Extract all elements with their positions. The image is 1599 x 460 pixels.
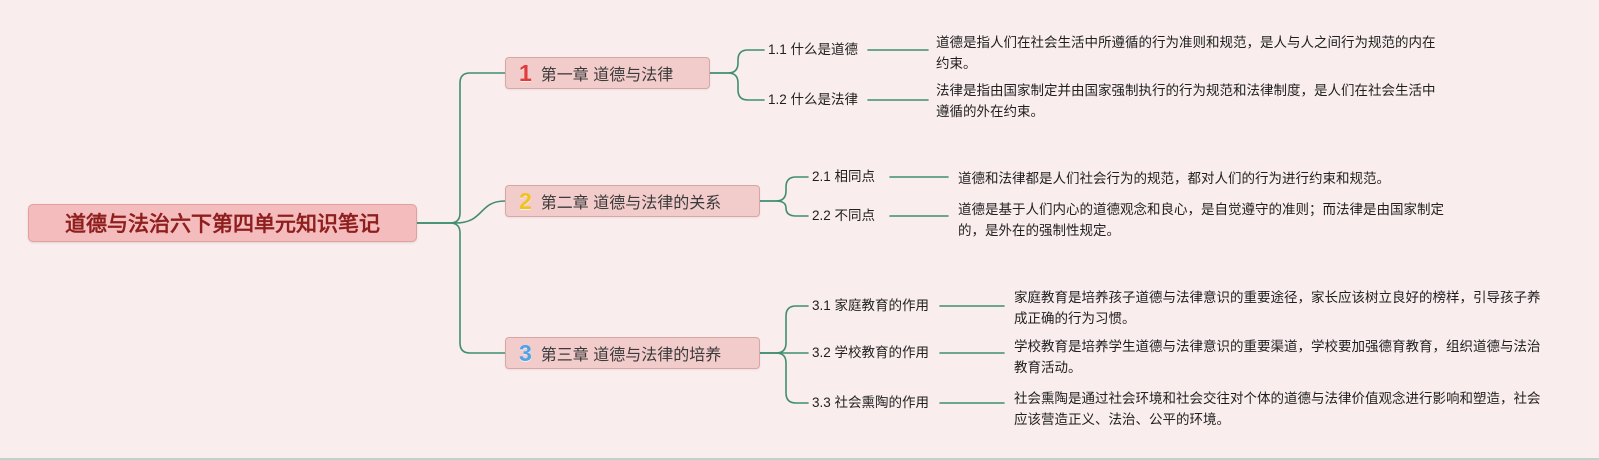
connector-chapter1-sub1	[709, 49, 765, 74]
root-node[interactable]: 道德与法治六下第四单元知识笔记	[28, 204, 417, 242]
chapter1-number: 1	[519, 59, 532, 86]
root-node-label: 道德与法治六下第四单元知识笔记	[65, 213, 380, 236]
detail-2-1[interactable]: 道德和法律都是人们社会行为的规范，都对人们的行为进行约束和规范。	[958, 171, 1390, 186]
connector-root-chapter1	[416, 72, 506, 224]
connector-chapter3-sub1	[759, 305, 809, 354]
detail-1-1[interactable]: 道德是指人们在社会生活中所遵循的行为准则和规范，是人与人之间行为规范的内在约束。	[936, 35, 1436, 71]
subtopic-1-2[interactable]: 1.2 什么是法律	[768, 92, 859, 107]
detail-3-3[interactable]: 社会熏陶是通过社会环境和社会交往对个体的道德与法律价值观念进行影响和塑造，社会应…	[1014, 391, 1541, 427]
connector-chapter2-sub1	[759, 176, 809, 202]
subtopic-2-2[interactable]: 2.2 不同点	[812, 208, 876, 223]
bottom-edge-line	[0, 458, 1599, 460]
chapter2-label: 第二章 道德与法律的关系	[540, 195, 722, 212]
subtopic-1-1[interactable]: 1.1 什么是道德	[768, 42, 859, 57]
subtopic-3-1[interactable]: 3.1 家庭教育的作用	[812, 298, 930, 313]
branch-node-chapter1[interactable]: 1 第一章 道德与法律	[505, 57, 710, 89]
subtopic-3-3[interactable]: 3.3 社会熏陶的作用	[812, 395, 930, 410]
chapter3-label: 第三章 道德与法律的培养	[540, 347, 722, 364]
connector-root-chapter2	[416, 200, 506, 224]
connector-chapter1-sub2	[709, 72, 765, 101]
detail-3-1[interactable]: 家庭教育是培养孩子道德与法律意识的重要途径，家长应该树立良好的榜样，引导孩子养成…	[1014, 290, 1541, 326]
connector-chapter2-sub2	[759, 200, 809, 217]
chapter3-number: 3	[519, 339, 532, 366]
detail-3-2[interactable]: 学校教育是培养学生道德与法律意识的重要渠道，学校要加强德育教育，组织道德与法治教…	[1014, 339, 1541, 375]
connector-chapter3-sub3	[759, 352, 809, 404]
subtopic-2-1[interactable]: 2.1 相同点	[812, 169, 876, 184]
chapter1-label: 第一章 道德与法律	[540, 67, 674, 84]
detail-1-2[interactable]: 法律是指由国家制定并由国家强制执行的行为规范和法律制度，是人们在社会生活中遵循的…	[936, 83, 1436, 119]
detail-2-2[interactable]: 道德是基于人们内心的道德观念和良心，是自觉遵守的准则；而法律是由国家制定的，是外…	[958, 202, 1444, 238]
branch-node-chapter3[interactable]: 3 第三章 道德与法律的培养	[505, 337, 760, 369]
subtopic-3-2[interactable]: 3.2 学校教育的作用	[812, 345, 930, 360]
branch-node-chapter2[interactable]: 2 第二章 道德与法律的关系	[505, 185, 760, 217]
chapter2-number: 2	[519, 187, 532, 214]
connector-root-chapter3	[416, 222, 506, 354]
